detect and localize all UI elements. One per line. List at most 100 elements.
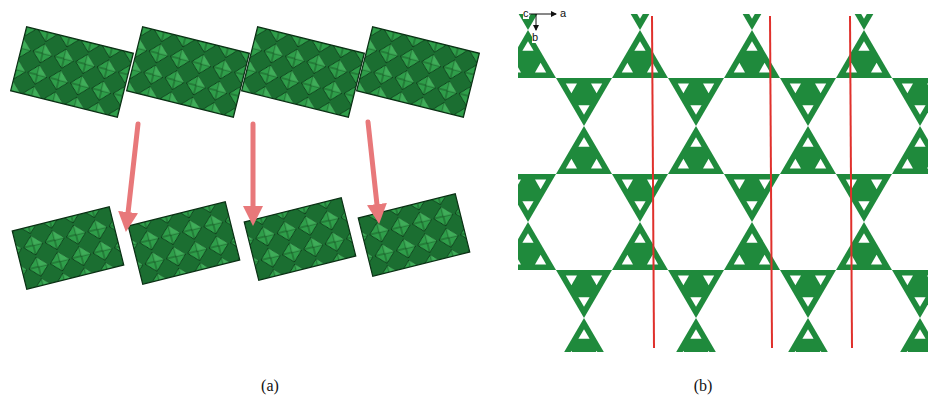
triangle-cluster — [746, 41, 757, 51]
triangle-cluster — [836, 14, 892, 30]
triangle-cluster — [858, 233, 869, 243]
triangle-cluster — [518, 14, 556, 30]
triangle-cluster — [927, 84, 928, 94]
triangle-cluster — [871, 63, 882, 73]
triangle-cluster — [802, 329, 813, 339]
triangle-cluster — [703, 84, 714, 94]
triangle-cluster — [703, 159, 714, 169]
triangle-cluster — [591, 351, 602, 352]
octahedra-slab — [11, 27, 480, 118]
triangle-cluster — [678, 159, 689, 169]
panel-label: (a) — [261, 378, 279, 394]
triangle-cluster — [914, 297, 925, 307]
triangle-cluster — [634, 41, 645, 51]
triangle-cluster — [780, 318, 836, 352]
triangle-cluster — [802, 297, 813, 307]
triangle-cluster — [902, 159, 913, 169]
triangle-cluster — [724, 30, 780, 78]
triangle-cluster — [690, 297, 701, 307]
triangle-cluster — [622, 180, 633, 190]
triangle-cluster — [759, 63, 770, 73]
triangle-cluster — [634, 14, 645, 19]
triangle-cluster — [780, 270, 836, 318]
triangle-cluster — [836, 174, 892, 222]
triangle-cluster — [746, 233, 757, 243]
triangle-cluster — [566, 276, 577, 286]
triangle-cluster — [690, 329, 701, 339]
triangle-cluster — [790, 276, 801, 286]
triangle-cluster — [690, 105, 701, 115]
triangle-cluster — [518, 255, 521, 265]
axis-arrow — [527, 14, 556, 30]
triangle-cluster — [927, 351, 928, 352]
triangle-cluster — [858, 201, 869, 211]
triangle-cluster — [914, 137, 925, 147]
triangle-cluster — [802, 105, 813, 115]
triangle-cluster — [668, 318, 724, 352]
triangle-cluster — [566, 84, 577, 94]
triangle-cluster — [578, 297, 589, 307]
triangle-cluster — [746, 201, 757, 211]
axis-label: a — [560, 8, 566, 19]
triangle-cluster — [668, 270, 724, 318]
triangle-cluster — [612, 174, 668, 222]
triangle-cluster — [518, 30, 556, 78]
triangle-cluster — [612, 14, 668, 30]
panel-label: (b) — [694, 378, 713, 394]
triangle-cluster — [927, 276, 928, 286]
triangle-cluster — [556, 78, 612, 126]
octahedra-slab — [12, 194, 470, 289]
triangle-cluster — [522, 233, 533, 243]
triangle-cluster — [703, 351, 714, 352]
triangle-cluster — [858, 14, 869, 19]
triangle-cluster — [578, 105, 589, 115]
triangle-cluster — [892, 78, 928, 126]
triangle-cluster — [892, 126, 928, 174]
triangle-cluster — [815, 159, 826, 169]
red-line — [652, 16, 852, 348]
triangle-cluster — [518, 222, 556, 270]
triangle-cluster — [566, 159, 577, 169]
triangle-cluster — [535, 180, 546, 190]
triangle-cluster — [634, 201, 645, 211]
triangle-cluster — [634, 233, 645, 243]
axis-label: c — [523, 8, 529, 19]
triangle-cluster — [759, 180, 770, 190]
triangle-cluster — [724, 14, 780, 30]
triangle-cluster — [734, 180, 745, 190]
triangle-cluster — [690, 137, 701, 147]
triangle-cluster — [556, 126, 612, 174]
triangle-cluster — [678, 351, 689, 352]
triangle-cluster — [591, 84, 602, 94]
triangle-cluster — [902, 84, 913, 94]
triangle-cluster — [734, 255, 745, 265]
triangle-cluster — [790, 84, 801, 94]
triangle-cluster — [703, 276, 714, 286]
triangle-cluster — [815, 84, 826, 94]
triangle-cluster — [535, 255, 546, 265]
triangle-cluster — [914, 329, 925, 339]
triangle-cluster — [591, 159, 602, 169]
shift-arrow — [127, 122, 378, 222]
triangle-cluster — [815, 276, 826, 286]
triangle-cluster — [556, 270, 612, 318]
triangle-cluster — [612, 30, 668, 78]
triangle-cluster — [622, 63, 633, 73]
triangle-cluster — [612, 222, 668, 270]
triangle-cluster — [678, 84, 689, 94]
triangle-cluster — [836, 30, 892, 78]
triangle-cluster — [668, 126, 724, 174]
triangle-cluster — [892, 270, 928, 318]
triangle-cluster — [668, 78, 724, 126]
axis-label: b — [532, 32, 538, 43]
triangle-cluster — [927, 159, 928, 169]
triangle-cluster — [578, 137, 589, 147]
triangle-cluster — [892, 318, 928, 352]
triangle-cluster — [591, 276, 602, 286]
triangle-cluster — [522, 201, 533, 211]
triangle-cluster — [802, 137, 813, 147]
triangle-cluster — [734, 63, 745, 73]
triangle-cluster — [746, 14, 757, 19]
triangle-cluster — [622, 255, 633, 265]
